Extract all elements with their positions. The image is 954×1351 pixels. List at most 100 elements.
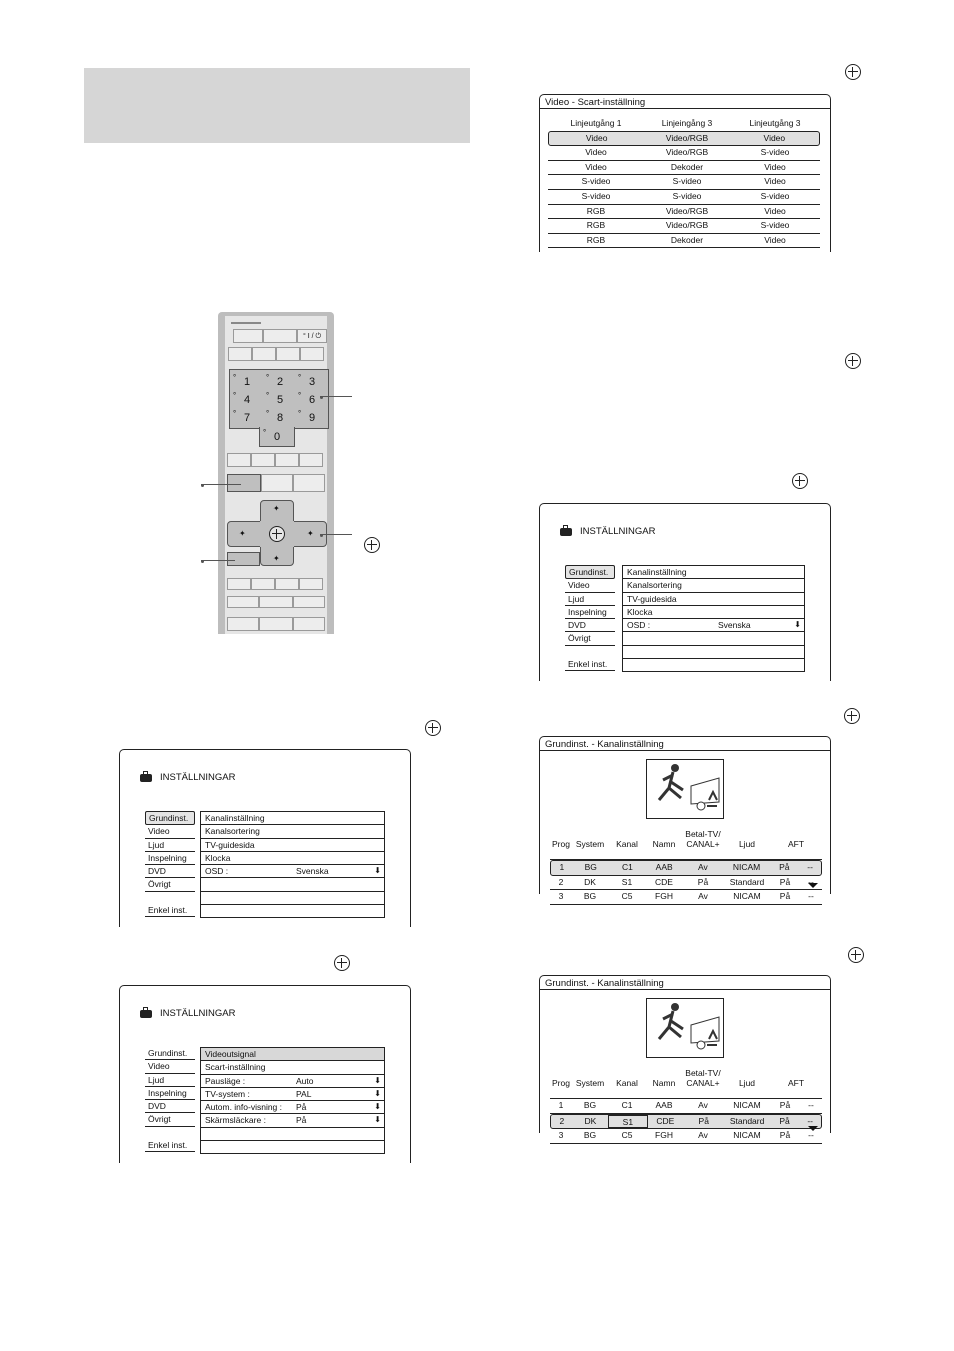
remote-button[interactable] [227,578,251,590]
menu-category[interactable]: Enkel inst. [565,658,615,672]
remote-button[interactable] [293,596,325,608]
system-menu-button[interactable] [227,474,261,492]
number-button-3[interactable]: 3 [296,369,328,391]
down-arrow-icon[interactable]: ✦ [273,554,280,563]
menu-option[interactable]: Autom. info-visning :På⬇ [201,1101,384,1115]
menu-category[interactable]: Ljud [145,839,195,852]
menu-option[interactable]: TV-system :PAL⬇ [201,1088,384,1102]
menu-category[interactable]: Inspelning [565,606,615,620]
menu-category[interactable]: Grundinst. [145,1047,195,1061]
menu-option[interactable]: Videoutsignal [201,1048,384,1062]
option-arrow-icon[interactable]: ⬇ [374,1075,381,1085]
return-button[interactable] [227,552,260,566]
toolbox-icon [140,770,152,782]
power-button[interactable]: ° I / ⏻ [297,329,327,343]
remote-button[interactable] [233,329,263,343]
remote-button[interactable] [227,453,251,467]
remote-button[interactable] [300,347,324,361]
option-arrow-icon[interactable]: ⬇ [794,620,801,630]
remote-button[interactable] [228,347,252,361]
number-button-0[interactable]: 0 [261,424,293,446]
menu-option[interactable]: OSD :Svenska⬇ [201,865,384,879]
menu-category[interactable]: Grundinst. [565,565,615,580]
menu-option[interactable]: Pausläge :Auto⬇ [201,1075,384,1088]
menu-category[interactable]: Inspelning [145,1087,195,1101]
menu-category[interactable]: Video [145,825,195,839]
number-button-6[interactable]: 6 [296,387,328,409]
option-arrow-icon[interactable]: ⬇ [374,866,381,876]
menu-category[interactable]: Ljud [145,1074,195,1087]
remote-button[interactable] [299,453,323,467]
menu-option[interactable]: Kanalinställning [201,812,384,826]
number-button-1[interactable]: 1 [231,369,263,391]
remote-button[interactable] [251,453,275,467]
right-arrow-icon[interactable]: ✦ [307,529,314,538]
remote-button[interactable] [263,329,297,343]
number-button-2[interactable]: 2 [264,369,296,391]
remote-button[interactable] [293,474,325,492]
menu-category[interactable]: Övrigt [145,878,195,892]
remote-button[interactable] [227,596,259,608]
menu-option[interactable]: Scart-inställning [201,1061,384,1075]
remote-button[interactable] [227,617,259,631]
menu-category[interactable]: Video [145,1060,195,1074]
menu-category[interactable]: Enkel inst. [145,904,195,918]
enter-button[interactable] [269,526,285,542]
menu-category[interactable]: Grundinst. [145,811,195,826]
remote-button[interactable] [251,578,275,590]
scroll-down-icon[interactable] [808,1126,818,1131]
menu-option[interactable]: OSD :Svenska⬇ [623,619,804,633]
remote-button[interactable] [275,453,299,467]
remote-button[interactable] [259,617,293,631]
menu-option[interactable]: TV-guidesida [623,593,804,606]
option-arrow-icon[interactable]: ⬇ [374,1088,381,1098]
remote-button[interactable] [299,578,323,590]
number-button-4[interactable]: 4 [231,387,263,409]
menu-option[interactable]: Klocka [201,852,384,866]
menu-category[interactable]: Övrigt [145,1113,195,1127]
option-arrow-icon[interactable]: ⬇ [374,1102,381,1112]
menu-category[interactable]: Enkel inst. [145,1139,195,1153]
remote-button[interactable] [261,474,293,492]
remote-button[interactable] [252,347,276,361]
option-arrow-icon[interactable]: ⬇ [374,1115,381,1125]
menu-category[interactable]: Video [565,579,615,593]
menu-option[interactable]: Kanalinställning [623,566,804,580]
left-arrow-icon[interactable]: ✦ [239,529,246,538]
number-button-9[interactable]: 9 [296,405,328,427]
menu-category[interactable]: DVD [145,865,195,879]
remote-button[interactable] [276,347,300,361]
menu-option[interactable]: Kanalsortering [201,825,384,839]
menu-category[interactable]: Inspelning [145,852,195,866]
number-button-7[interactable]: 7 [231,405,263,427]
menu-option[interactable]: TV-guidesida [201,839,384,852]
menu-category[interactable]: DVD [565,619,615,633]
menu-category[interactable]: DVD [145,1100,195,1114]
up-arrow-icon[interactable]: ✦ [273,504,280,513]
remote-button[interactable] [293,617,325,631]
menu-option[interactable]: Kanalsortering [623,579,804,593]
remote-button[interactable] [259,596,293,608]
menu-option[interactable]: Skärmsläckare :På⬇ [201,1114,384,1128]
menu-category[interactable]: Ljud [565,593,615,606]
remote-button[interactable] [275,578,299,590]
menu-option[interactable]: Klocka [623,606,804,620]
menu-category[interactable]: Övrigt [565,632,615,646]
number-button-8[interactable]: 8 [264,405,296,427]
scroll-down-icon[interactable] [808,883,818,888]
number-button-5[interactable]: 5 [264,387,296,409]
